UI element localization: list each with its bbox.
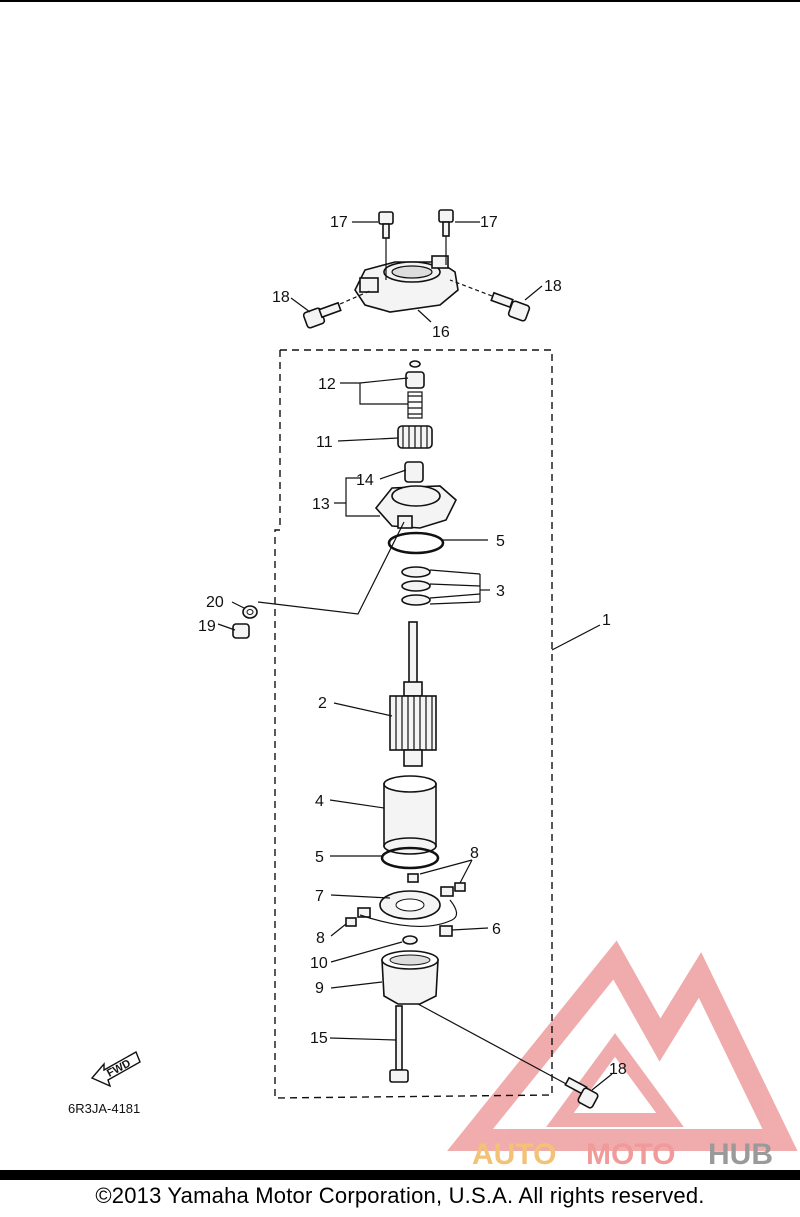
label-13: 13 xyxy=(312,496,330,513)
watermark-hub: HUB xyxy=(708,1138,773,1170)
label-18-right: 18 xyxy=(544,278,562,295)
part-17-screw-right xyxy=(438,209,454,265)
part-3-set xyxy=(401,566,481,606)
label-12: 12 xyxy=(318,376,336,393)
part-11-pinion xyxy=(397,425,433,449)
label-6: 6 xyxy=(492,921,501,938)
label-11: 11 xyxy=(316,434,333,451)
label-8-lower: 8 xyxy=(316,930,325,947)
part-20-washer xyxy=(242,605,258,619)
part-4-yoke xyxy=(383,775,437,855)
part-10-washer xyxy=(402,935,418,945)
watermark-auto: AUTO xyxy=(472,1138,556,1170)
label-20: 20 xyxy=(206,594,224,611)
part-18-bolt-bottom xyxy=(417,1003,599,1109)
footer-bar xyxy=(0,1170,800,1180)
part-5-oring-upper xyxy=(387,531,445,555)
part-8-brush-upper xyxy=(454,882,466,892)
fwd-arrow-icon: FWD xyxy=(90,1050,141,1088)
part-5-oring-lower xyxy=(380,846,440,870)
label-18-bottom: 18 xyxy=(609,1061,627,1078)
part-2-armature xyxy=(389,621,437,767)
part-9-rear-cover xyxy=(381,950,439,1005)
label-10: 10 xyxy=(310,955,328,972)
label-16: 16 xyxy=(432,324,450,341)
label-15: 15 xyxy=(310,1030,328,1047)
label-4: 4 xyxy=(315,793,324,810)
part-14-bushing xyxy=(404,461,424,483)
watermark-moto: MOTO xyxy=(586,1138,675,1170)
part-12-set xyxy=(405,360,425,419)
label-18-left: 18 xyxy=(272,289,290,306)
label-14: 14 xyxy=(356,472,374,489)
automotohub-wordmark: AUTO MOTO HUB xyxy=(472,1138,773,1170)
fwd-label: FWD xyxy=(105,1057,133,1079)
label-17-left: 17 xyxy=(330,214,348,231)
label-19: 19 xyxy=(198,618,216,635)
exploded-parts-diagram: 17 17 18 18 16 12 11 14 13 5 3 20 19 1 2… xyxy=(68,209,798,1170)
diagram-code: 6R3JA-4181 xyxy=(68,1101,140,1116)
part-17-screw-left xyxy=(378,211,394,280)
leader-lines xyxy=(217,221,613,1091)
part-19-leader xyxy=(257,521,405,615)
label-5-lower: 5 xyxy=(315,849,324,866)
part-18-bolt-left xyxy=(302,289,373,329)
label-2: 2 xyxy=(318,695,327,712)
label-17-right: 17 xyxy=(480,214,498,231)
label-5-upper: 5 xyxy=(496,533,505,550)
part-7-brush-holder xyxy=(357,873,454,920)
label-7: 7 xyxy=(315,888,324,905)
label-9: 9 xyxy=(315,980,324,997)
part-number-labels: 17 17 18 18 16 12 11 14 13 5 3 20 19 1 2… xyxy=(198,214,627,1078)
label-8-upper: 8 xyxy=(470,845,479,862)
part-19-screw xyxy=(232,623,250,639)
part-18-bolt-right xyxy=(449,279,531,322)
automotohub-logo xyxy=(447,940,798,1151)
part-6-lead-wire xyxy=(359,899,458,937)
label-1: 1 xyxy=(602,612,611,629)
part-16-bracket xyxy=(354,255,459,313)
part-8-brush-lower xyxy=(345,917,357,927)
copyright-text: ©2013 Yamaha Motor Corporation, U.S.A. A… xyxy=(95,1183,705,1208)
part-13-front-cover xyxy=(374,485,457,529)
top-border xyxy=(0,0,800,2)
label-3: 3 xyxy=(496,583,505,600)
part-15-through-bolt xyxy=(389,1005,409,1083)
